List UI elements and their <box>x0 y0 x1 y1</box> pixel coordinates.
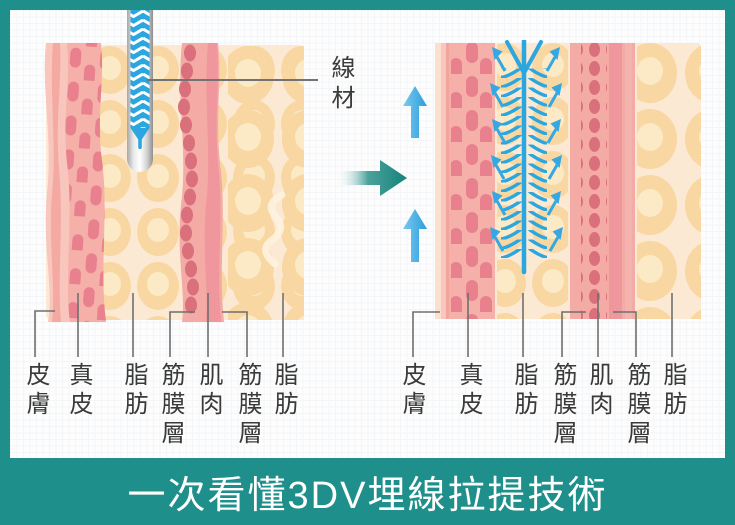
label-skin-left: 皮膚 <box>22 362 49 420</box>
fat-highlight-squiggle <box>262 191 286 268</box>
thread-callout-label: 線材 <box>327 55 354 115</box>
dermis-cells <box>451 43 492 319</box>
label-muscle-left: 肌肉 <box>195 362 222 420</box>
fascia-stripe-light <box>625 43 632 319</box>
label-fascia2-right: 筋膜層 <box>623 362 650 449</box>
up-arrow-top <box>403 86 427 138</box>
right-panel-skin-illustration <box>435 40 701 319</box>
lift-up-arrows-icon <box>403 86 427 262</box>
up-arrow-bottom <box>403 209 427 262</box>
layer-leader-lines <box>34 293 673 357</box>
fascia-stripe <box>204 43 221 322</box>
muscle-cells <box>178 44 199 314</box>
label-skin-right: 皮膚 <box>398 362 425 420</box>
fat-cells-large <box>228 45 304 320</box>
label-fascia1-left: 筋膜層 <box>157 362 184 449</box>
barbed-thread <box>501 40 547 275</box>
label-dermis-right: 真皮 <box>455 362 482 420</box>
fascia-stripe <box>609 43 622 319</box>
skin-stripe <box>50 43 61 322</box>
transition-right-arrow-icon <box>336 160 407 196</box>
label-dermis-left: 真皮 <box>65 362 92 420</box>
thread-callout-line <box>147 79 318 81</box>
skin-stripe <box>446 43 451 319</box>
label-fascia1-right: 筋膜層 <box>549 362 576 449</box>
label-fat-right: 脂肪 <box>510 362 537 420</box>
label-fascia2-left: 筋膜層 <box>234 362 261 449</box>
fat-cells-large <box>637 43 701 319</box>
label-fat2-left: 脂肪 <box>270 362 297 420</box>
label-muscle-right: 肌肉 <box>585 362 612 420</box>
label-fat2-right: 脂肪 <box>659 362 686 420</box>
title-bar: 一次看懂3DV埋線拉提技術 <box>0 458 735 525</box>
thread-in-cannula <box>130 10 150 149</box>
label-fat-left: 脂肪 <box>120 362 147 420</box>
cannula-needle-icon <box>127 10 153 172</box>
infographic-title: 一次看懂3DV埋線拉提技術 <box>127 475 608 517</box>
left-panel-skin-illustration <box>44 43 304 322</box>
muscle-cells <box>581 43 607 319</box>
